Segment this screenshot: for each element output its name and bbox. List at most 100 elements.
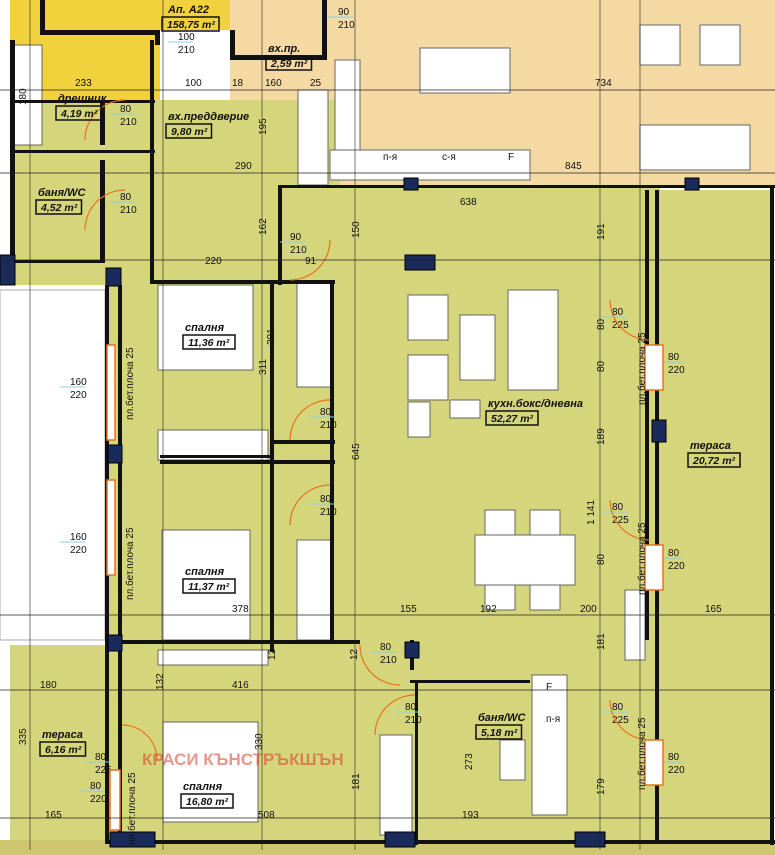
furniture-item [157,284,254,371]
furniture-item [407,354,449,401]
window [106,479,116,576]
door-swing [609,299,651,341]
dimension-label: 155 [400,604,417,615]
door-swing [289,399,331,441]
dimension-label: 508 [258,810,275,821]
door-width: 80 [668,548,680,559]
dimension-label: 180 [18,88,29,105]
room-area-box [687,452,741,468]
room-area-box [55,105,103,121]
window [109,769,121,831]
window [106,344,116,441]
wall [100,160,105,260]
room-area-box [39,741,87,757]
doors: 9021010021080210802109021080210802108021… [60,7,685,831]
wall [10,100,155,103]
dimension-label: 195 [258,118,269,135]
watermark: КРАСИ КЪНСТРЪКШЪН [142,750,344,769]
furniture-item [297,89,329,186]
room-name: баня/WC [478,712,526,724]
wall [655,190,659,840]
furniture-item [529,584,561,611]
slab-label: пл.бет.плоча 25 [636,522,648,595]
room-area: 5,18 m² [481,727,518,739]
door-height: 220 [90,794,107,805]
dimension-label: 165 [705,604,722,615]
door-height: 225 [612,515,629,526]
room-name: тераса [690,440,731,452]
furniture-item [296,539,333,641]
window [644,344,664,391]
furniture-item [157,649,269,666]
door-width: 90 [338,7,350,18]
dimension-label: 80 [596,318,607,330]
door-width: 80 [90,781,102,792]
furniture-item [459,314,496,381]
wall [270,282,274,652]
dimension-label: 335 [18,728,29,745]
wall [160,460,335,464]
wall [410,680,530,683]
door-width: 100 [178,32,195,43]
furniture-item [484,584,516,611]
dimension-label: 734 [595,78,612,89]
wall [645,190,649,640]
room-name: вх.пр. [268,43,300,55]
room-name: баня/WC [38,187,86,199]
room-area: 4,19 m² [60,108,98,120]
dimension-label: 150 [351,221,362,238]
room-area: 11,37 m² [188,581,230,593]
dimension-label: 191 [596,223,607,240]
room-area: 11,36 m² [188,337,230,349]
dimension-label: 80 [596,553,607,565]
room-name: кухн.бокс/дневна [488,398,583,410]
neighbor-area [160,0,235,30]
door-height: 220 [70,390,87,401]
dimension-label: 220 [205,256,222,267]
wall [322,0,327,60]
column [651,419,667,443]
door-height: 210 [178,45,195,56]
furniture-item [162,721,259,823]
wall [230,30,235,55]
door-width: 80 [120,192,132,203]
room-labels: Ап. А22 158,75 m² КРАСИ КЪНСТРЪКШЪН вх.п… [35,4,741,809]
room-area: 6,16 m² [45,744,82,756]
slab-label: пл.бет.плоча 25 [126,772,138,845]
door-swing [289,484,331,526]
furniture-item [449,399,481,419]
door-height: 210 [380,655,397,666]
furniture-item [379,734,413,836]
room-name: спалня [185,566,225,578]
dimension-label: 201 [266,328,277,345]
furniture-item [639,24,681,66]
door-swing [84,99,126,141]
wall [10,150,155,153]
wall [278,185,658,188]
room-name: спалня [185,322,225,334]
furniture-item [484,509,516,536]
door-width: 80 [612,702,624,713]
dimension-label: 12 [349,648,360,660]
room-area-box [165,123,213,139]
door-height: 220 [668,561,685,572]
dimension-label: 162 [258,218,269,235]
door-width: 160 [70,377,87,388]
slab-label: пл.бет.плоча 25 [124,347,136,420]
kitchen-label: с-я [442,152,456,163]
dimension-label: 132 [155,673,166,690]
room-area: 4,52 m² [40,202,78,214]
dimension-label: 200 [580,604,597,615]
furniture-item [474,534,576,586]
room-area-box [182,334,236,350]
door-height: 210 [290,245,307,256]
door-swing [374,694,416,736]
door-height: 225 [95,765,112,776]
column [109,831,156,848]
door-height: 210 [338,20,355,31]
furniture-item [407,294,449,341]
terrace-floor [10,645,110,850]
